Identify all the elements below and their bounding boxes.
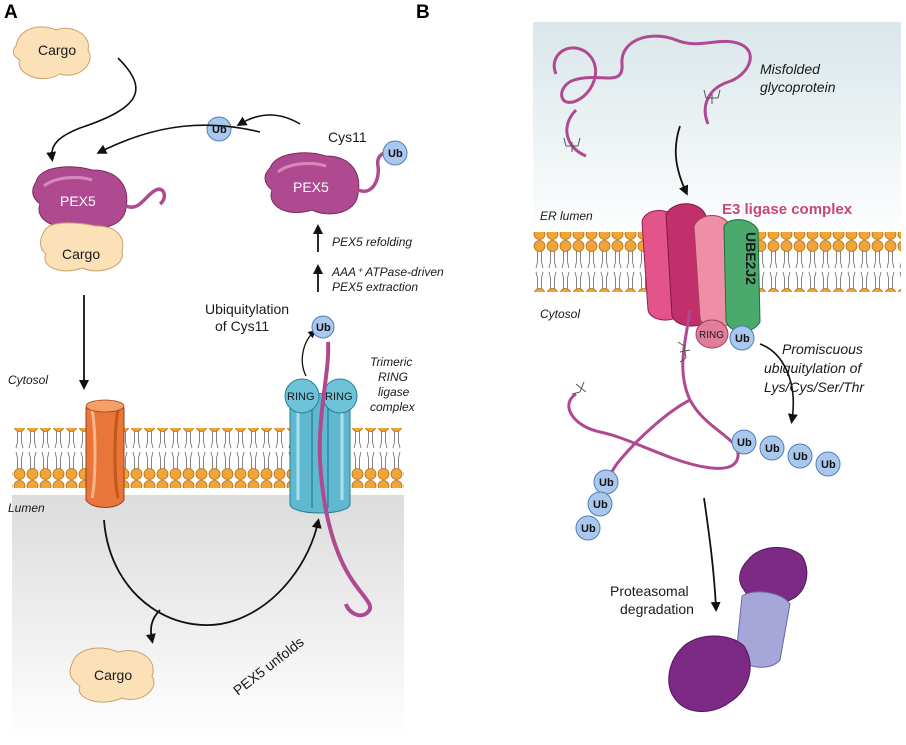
arrow-pex5-recycling [96, 124, 261, 154]
cytosol-label-a: Cytosol [8, 373, 48, 387]
ub-right-1: Ub [765, 443, 780, 455]
panel-b-label: B [416, 2, 430, 23]
proteasomal-label-1: Proteasomal [610, 583, 689, 599]
proteasome [668, 546, 808, 713]
proteasomal-label-2: degradation [620, 601, 694, 617]
ub-free-label: Ub [212, 124, 227, 136]
ub-right-0: Ub [737, 437, 752, 449]
ub-chain-right [731, 429, 841, 477]
ub-ball-transfer [311, 315, 335, 339]
promiscuous-label-3: Lys/Cys/Ser/Thr [764, 379, 865, 395]
lumen-label-a: Lumen [8, 501, 45, 515]
trimeric-label-1: Trimeric [370, 355, 412, 369]
er-lumen-label: ER lumen [540, 209, 593, 223]
arrow-ubiquitylation [301, 330, 317, 377]
cargo-label-bottom: Cargo [94, 667, 132, 683]
pex5-protein-right [264, 152, 360, 215]
ub-ball-e2 [729, 325, 755, 351]
arrow-retrotranslocation [674, 125, 689, 196]
ring-domain-b [695, 319, 729, 349]
pex5-threaded-chain [317, 341, 372, 618]
ub-right-3: Ub [821, 459, 836, 471]
aaa-label-1: AAA⁺ ATPase-driven [331, 265, 444, 279]
cys11-label: Cys11 [328, 129, 367, 145]
promiscuous-label-2: ubiquitylation of [764, 360, 863, 376]
ring-label-b: RING [699, 330, 724, 341]
panel-a-label: A [4, 2, 18, 23]
cargo-label-top: Cargo [38, 42, 76, 58]
promiscuous-label-1: Promiscuous [782, 341, 863, 357]
lumen-background [12, 495, 404, 740]
arrow-promiscuous [759, 343, 798, 424]
trimeric-label-2: RING [378, 370, 408, 384]
misfolded-chain [552, 34, 752, 125]
e3-ligase-label: E3 ligase complex [722, 201, 853, 218]
aaa-label-2: PEX5 extraction [332, 280, 418, 294]
ub-transfer-label: Ub [316, 322, 331, 334]
ub-ball-free [206, 116, 232, 142]
arrow-degradation [703, 497, 721, 612]
ubiquitylation-label-1: Ubiquitylation [205, 301, 289, 317]
pex5-refolding-label: PEX5 refolding [332, 235, 412, 249]
ubiquitylation-label-2: of Cys11 [215, 318, 269, 334]
trimeric-label-3: ligase [378, 385, 410, 399]
cargo-blob-bottom [69, 647, 155, 703]
ubiquitylated-chain [567, 309, 740, 470]
misfolded-label-2: glycoprotein [760, 79, 836, 95]
misfolded-label-1: Misfolded [760, 61, 821, 77]
ring-label-right: RING [325, 391, 353, 403]
cargo-blob-bound [40, 222, 124, 272]
ub-chain-left [575, 469, 619, 541]
glycan-icon-cyto [571, 341, 691, 395]
arrow-deubiquitylation [236, 114, 301, 127]
pex5-protein-left [32, 166, 128, 229]
ring-label-left: RING [287, 391, 315, 403]
ub-ball-attached [382, 140, 408, 166]
ub-left-0: Ub [599, 477, 614, 489]
ub-left-1: Ub [593, 499, 608, 511]
ub-e2-label: Ub [735, 333, 750, 345]
pex5-label-left: PEX5 [60, 193, 96, 209]
ub-attached-label: Ub [388, 148, 403, 160]
ub-left-2: Ub [581, 523, 596, 535]
trimeric-label-4: complex [370, 400, 416, 414]
ub-right-2: Ub [793, 451, 808, 463]
cargo-label-bound: Cargo [62, 246, 100, 262]
er-lumen-background [533, 22, 901, 242]
arrow-pex5-unfolding [103, 518, 322, 626]
e3-ligase-complex [641, 203, 761, 332]
arrow-cargo-binding [46, 57, 137, 162]
cytosol-label-b: Cytosol [540, 307, 580, 321]
pex5-label-right: PEX5 [293, 179, 329, 195]
cargo-blob-top [12, 26, 91, 79]
arrow-cargo-release [145, 609, 161, 644]
glycan-icon [563, 89, 721, 152]
ube2j2-label: UBE2J2 [743, 232, 759, 285]
import-channel [85, 399, 125, 508]
